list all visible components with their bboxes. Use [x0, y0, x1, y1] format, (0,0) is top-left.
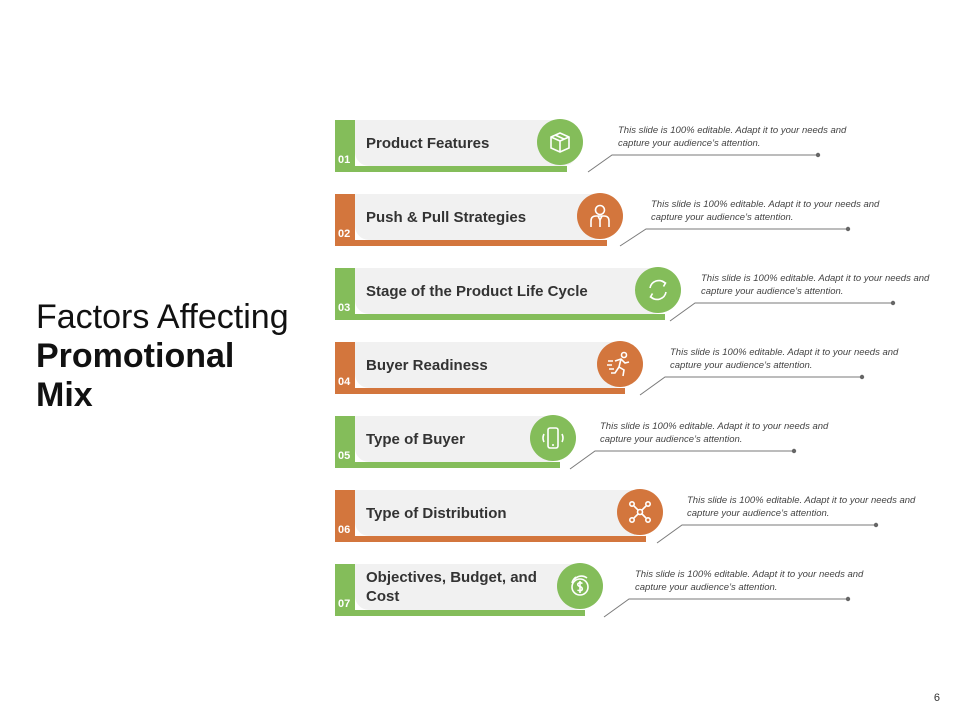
factor-item-02: 02 Push & Pull Strategies This slide is 10… — [0, 0, 960, 246]
label-panel — [355, 268, 667, 314]
leader-dot — [791, 448, 797, 454]
runner-icon — [597, 341, 643, 387]
cycle-icon — [635, 267, 681, 313]
factor-label: Objectives, Budget, and Cost — [366, 569, 537, 605]
factor-bar: 01 Product Features — [335, 120, 577, 172]
leader-line — [669, 302, 893, 322]
factor-label: Type of Distribution — [366, 504, 507, 522]
factor-item-01: 01 Product Features This slide is 100% edi… — [0, 0, 960, 172]
factor-item-06: 06 Type of Distribution This slide is 100%… — [0, 0, 960, 542]
factor-bar: 04 Buyer Readiness — [335, 342, 627, 394]
factor-label: Stage of the Product Life Cycle — [366, 282, 588, 300]
factor-number: 02 — [338, 228, 351, 240]
leader-dot — [859, 374, 865, 380]
leader-dot — [845, 596, 851, 602]
title-line-2: Promotional — [36, 337, 235, 375]
leader-dot — [873, 522, 879, 528]
factor-number: 04 — [338, 376, 351, 388]
factor-number: 01 — [338, 154, 351, 166]
color-underline — [335, 388, 625, 394]
box-icon — [537, 119, 583, 165]
color-strip — [335, 120, 355, 172]
color-strip — [335, 416, 355, 468]
label-panel — [355, 342, 627, 388]
color-strip — [335, 490, 355, 542]
factor-description: This slide is 100% editable. Adapt it to… — [701, 273, 930, 297]
network-icon — [617, 489, 663, 535]
leader-line — [639, 376, 862, 396]
label-panel — [355, 194, 607, 240]
color-underline — [335, 166, 567, 172]
color-strip — [335, 268, 355, 320]
factor-number: 07 — [338, 598, 351, 610]
slide-title: Factors Affecting Promotional Mix — [36, 298, 336, 415]
dollar-coins-icon — [557, 563, 603, 609]
factor-description: This slide is 100% editable. Adapt it to… — [670, 347, 899, 371]
leader-line — [587, 154, 818, 173]
factor-number: 05 — [338, 450, 351, 462]
color-strip — [335, 342, 355, 394]
factor-bar: 07 Objectives, Budget, and Cost — [335, 564, 587, 616]
factor-description: This slide is 100% editable. Adapt it to… — [600, 421, 829, 445]
factor-bar: 02 Push & Pull Strategies — [335, 194, 607, 246]
page-number: 6 — [933, 692, 940, 704]
color-underline — [335, 314, 665, 320]
factor-description: This slide is 100% editable. Adapt it to… — [687, 495, 916, 519]
person-icon — [577, 193, 623, 239]
leader-dot — [890, 300, 896, 306]
label-panel — [355, 416, 563, 462]
factor-description: This slide is 100% editable. Adapt it to… — [635, 569, 864, 593]
factor-label: Product Features — [366, 134, 490, 152]
factor-item-04: 04 Buyer Readiness This slide is 100% edit… — [0, 0, 960, 394]
label-panel — [355, 490, 647, 536]
color-strip — [335, 564, 355, 616]
title-line-1: Factors Affecting — [36, 298, 289, 336]
factor-label: Buyer Readiness — [366, 356, 488, 374]
factor-item-03: 03 Stage of the Product Life Cycle This sl… — [0, 0, 960, 320]
factor-number: 03 — [338, 302, 351, 314]
factor-bar: 06 Type of Distribution — [335, 490, 647, 542]
factor-bar: 05 Type of Buyer — [335, 416, 563, 468]
leader-dot — [815, 152, 821, 158]
phone-icon — [530, 415, 576, 461]
color-underline — [335, 610, 585, 616]
factor-description: This slide is 100% editable. Adapt it to… — [651, 199, 880, 223]
title-line-3: Mix — [36, 376, 93, 414]
color-underline — [335, 462, 560, 468]
leader-line — [619, 228, 848, 247]
color-underline — [335, 240, 607, 246]
factor-item-07: 07 Objectives, Budget, and Cost This slide… — [0, 0, 960, 616]
factor-label: Type of Buyer — [366, 430, 465, 448]
factor-number: 06 — [338, 524, 351, 536]
factor-label: Push & Pull Strategies — [366, 208, 527, 226]
color-underline — [335, 536, 646, 542]
leader-line — [569, 450, 794, 470]
leader-line — [603, 598, 848, 618]
color-strip — [335, 194, 355, 246]
label-panel — [355, 564, 587, 610]
factor-item-05: 05 Type of Buyer This slide is 100% editab… — [0, 0, 960, 468]
factor-bar: 03 Stage of the Product Life Cycle — [335, 268, 667, 320]
factor-description: This slide is 100% editable. Adapt it to… — [618, 125, 847, 149]
leader-line — [656, 524, 876, 544]
leader-dot — [845, 226, 851, 232]
